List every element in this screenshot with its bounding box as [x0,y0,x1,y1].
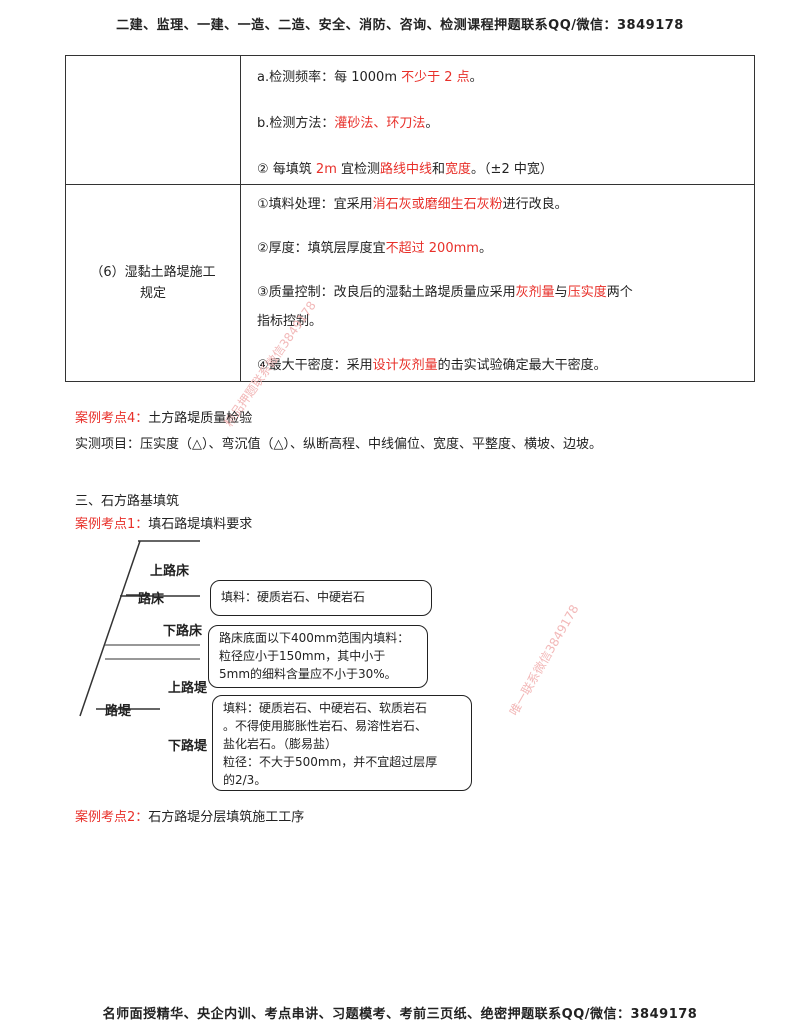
row2-label-cell: （6）湿黏土路堤施工 规定 [65,184,241,382]
table-row: a.检测频率：每 1000m 不少于 2 点。 b.检测方法：灌砂法、环刀法。 … [65,55,755,185]
measured-items: 实测项目：压实度（△）、弯沉值（△）、纵断高程、中线偏位、宽度、平整度、横坡、边… [75,437,602,452]
line-quality-cont: 指标控制。 [257,314,323,329]
spec-table: a.检测频率：每 1000m 不少于 2 点。 b.检测方法：灌砂法、环刀法。 … [65,55,755,382]
case1-heading: 案例考点1：填石路堤填料要求 [75,517,253,532]
case4-heading: 案例考点4：土方路堤质量检验 [75,411,253,426]
row2-content-cell: ①填料处理：宜采用消石灰或磨细生石灰粉进行改良。 ②厚度：填筑层厚度宜不超过 2… [240,184,755,382]
label-upper-bed: 上路床 [150,564,190,579]
page-header: 二建、监理、一建、一造、二造、安全、消防、咨询、检测课程押题联系QQ/微信：38… [116,18,684,33]
label-bed: 路床 [138,592,165,607]
label-upper-emb: 上路堤 [168,681,208,696]
box-emb-fill: 填料：硬质岩石、中硬岩石、软质岩石 。不得使用膨胀性岩石、易溶性岩石、 盐化岩石… [212,695,472,791]
line-fill: ①填料处理：宜采用消石灰或磨细生石灰粉进行改良。 [257,197,568,212]
table-row: （6）湿黏土路堤施工 规定 ①填料处理：宜采用消石灰或磨细生石灰粉进行改良。 ②… [65,184,755,382]
case2-heading: 案例考点2：石方路堤分层填筑施工工序 [75,810,305,825]
box-bed-fill: 填料：硬质岩石、中硬岩石 [210,580,432,616]
embankment-slope-line [79,540,141,717]
label-lower-bed: 下路床 [163,624,203,639]
subgrade-diagram [79,540,200,717]
line-c: ② 每填筑 2m 宜检测路线中线和宽度。（±2 中宽） [257,162,553,177]
watermark-2: 唯一联系微信3849178 [506,602,582,718]
box-bed-bottom-fill: 路床底面以下400mm范围内填料： 粒径应小于150mm，其中小于 5mm的细料… [208,625,428,688]
row1-label-cell [65,55,241,185]
line-density: ④最大干密度：采用设计灰剂量的击实试验确定最大干密度。 [257,358,607,373]
row2-label-1: （6）湿黏土路堤施工 [90,265,216,280]
row1-content-cell: a.检测频率：每 1000m 不少于 2 点。 b.检测方法：灌砂法、环刀法。 … [240,55,755,185]
label-emb: 路堤 [105,704,132,719]
label-lower-emb: 下路堤 [168,739,208,754]
page-footer: 名师面授精华、央企内训、考点串讲、习题模考、考前三页纸、绝密押题联系QQ/微信：… [102,1007,698,1022]
row2-label-2: 规定 [139,286,166,301]
section-3-title: 三、石方路基填筑 [75,494,180,509]
line-quality: ③质量控制：改良后的湿黏土路堤质量应采用灰剂量与压实度两个 [257,285,633,300]
line-a: a.检测频率：每 1000m 不少于 2 点。 [257,70,483,85]
line-thickness: ②厚度：填筑层厚度宜不超过 200mm。 [257,241,492,256]
line-b: b.检测方法：灌砂法、环刀法。 [257,116,439,131]
